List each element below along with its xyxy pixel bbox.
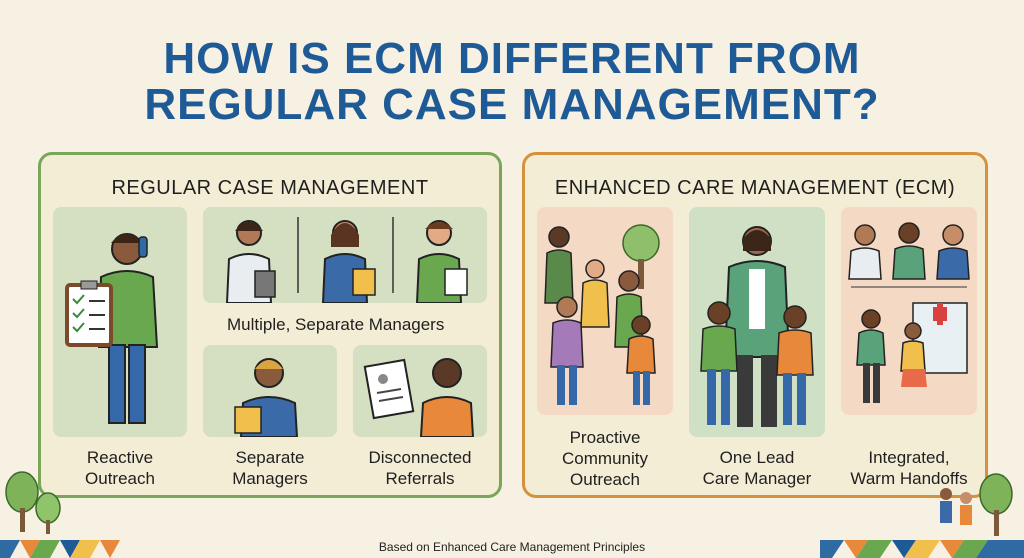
label-line: Warm Handoffs bbox=[850, 469, 968, 488]
multiple-managers-illustration bbox=[203, 207, 487, 303]
regular-case-management-panel: REGULAR CASE MANAGEMENT bbox=[38, 152, 502, 498]
disconnected-referrals-illustration bbox=[353, 345, 487, 437]
label-line: One Lead bbox=[719, 448, 795, 467]
person-with-clipboard-icon bbox=[65, 233, 159, 424]
clinic-and-team-icon bbox=[848, 222, 970, 403]
multiple-managers-label: Multiple, Separate Managers bbox=[227, 315, 445, 334]
label-line: Referrals bbox=[385, 469, 455, 488]
community-group-icon bbox=[544, 224, 660, 405]
manager-with-folders-icon bbox=[234, 358, 299, 437]
proactive-outreach-illustration bbox=[537, 207, 673, 415]
label-line: Care Manager bbox=[702, 469, 812, 488]
three-managers-icon bbox=[225, 217, 468, 303]
separate-managers-label: Separate Managers bbox=[203, 447, 337, 489]
referral-document-icon bbox=[363, 358, 475, 437]
label-line: Disconnected bbox=[368, 448, 472, 467]
title-line-1: HOW IS ECM DIFFERENT FROM bbox=[163, 34, 861, 83]
label-line: Proactive bbox=[569, 428, 641, 447]
footer-note: Based on Enhanced Care Management Princi… bbox=[378, 540, 646, 554]
care-manager-with-family-icon bbox=[700, 226, 814, 427]
page-title: HOW IS ECM DIFFERENT FROM REGULAR CASE M… bbox=[0, 36, 1024, 128]
label-line: Managers bbox=[232, 469, 308, 488]
disconnected-referrals-label: Disconnected Referrals bbox=[345, 447, 495, 489]
trees-decoration-left bbox=[0, 471, 120, 558]
label-line: Outreach bbox=[85, 469, 155, 488]
warm-handoffs-illustration bbox=[841, 207, 977, 415]
proactive-outreach-label: Proactive Community Outreach bbox=[533, 427, 677, 490]
label-line: Reactive bbox=[86, 448, 154, 467]
ecm-panel-heading: ENHANCED CARE MANAGEMENT (ECM) bbox=[554, 177, 956, 199]
label-line: Outreach bbox=[570, 470, 640, 489]
separate-managers-illustration bbox=[203, 345, 337, 437]
label-line: Integrated, bbox=[868, 448, 950, 467]
reactive-outreach-label: Reactive Outreach bbox=[53, 447, 187, 489]
trees-and-people-decoration-right bbox=[820, 473, 1024, 558]
label-line: Separate bbox=[235, 448, 305, 467]
one-lead-care-manager-label: One Lead Care Manager bbox=[677, 447, 837, 489]
reactive-outreach-illustration bbox=[53, 207, 187, 437]
warm-handoffs-label: Integrated, Warm Handoffs bbox=[831, 447, 987, 489]
regular-panel-heading: REGULAR CASE MANAGEMENT bbox=[111, 177, 429, 199]
ecm-panel: ENHANCED CARE MANAGEMENT (ECM) bbox=[522, 152, 988, 498]
title-line-2: REGULAR CASE MANAGEMENT? bbox=[144, 80, 880, 129]
label-line: Community bbox=[562, 449, 648, 468]
one-lead-care-manager-illustration bbox=[689, 207, 825, 437]
